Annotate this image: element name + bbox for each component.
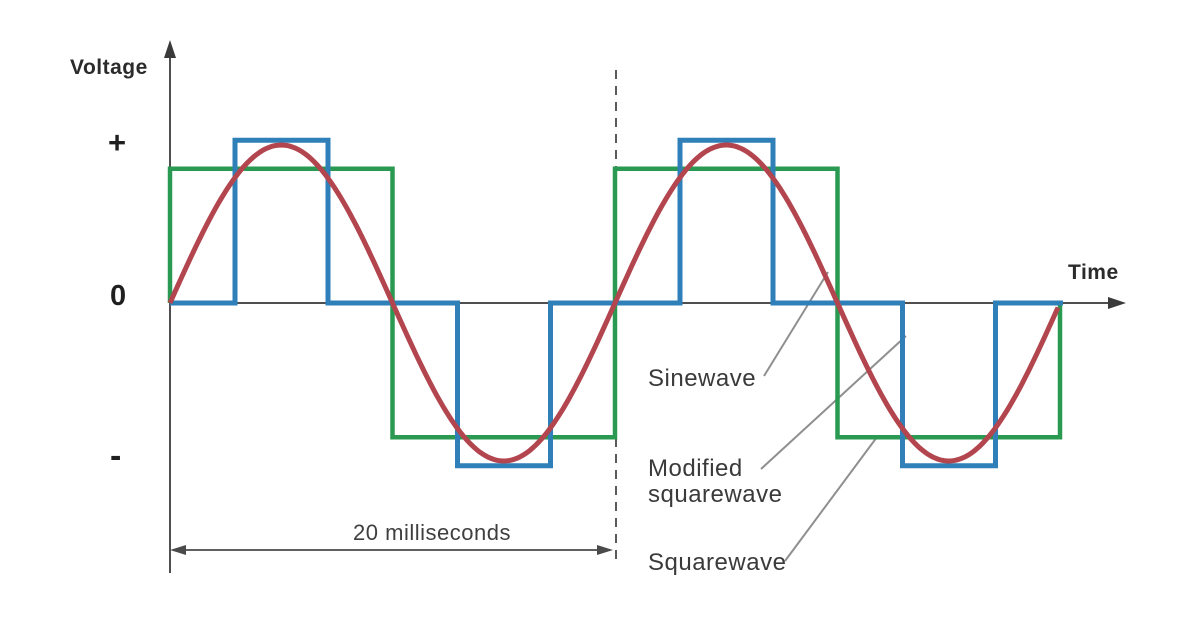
x-axis-arrow-icon <box>1108 297 1126 309</box>
sine-wave <box>167 142 1061 464</box>
dimension-arrow-right-icon <box>597 545 613 555</box>
y-tick-minus: - <box>110 437 122 475</box>
axes <box>164 40 1126 573</box>
dimension-arrow-left-icon <box>170 545 186 555</box>
modified-squarewave-leader-line <box>760 335 907 470</box>
y-tick-plus: + <box>108 125 127 160</box>
sinewave-label: Sinewave <box>648 365 757 392</box>
leader-lines <box>760 271 907 562</box>
period-duration-label: 20 milliseconds <box>353 520 511 545</box>
squarewave-label: Squarewave <box>648 549 787 576</box>
squarewave-leader-line <box>784 436 878 562</box>
y-axis-title: Voltage <box>70 56 148 79</box>
modified-squarewave-label: Modified squarewave <box>648 455 783 508</box>
x-axis-title: Time <box>1068 261 1119 284</box>
sinewave-leader-line <box>763 271 829 377</box>
y-tick-zero: 0 <box>110 280 127 312</box>
waveforms <box>167 137 1063 469</box>
y-axis-arrow-icon <box>164 40 176 58</box>
period-dimension <box>170 545 613 555</box>
